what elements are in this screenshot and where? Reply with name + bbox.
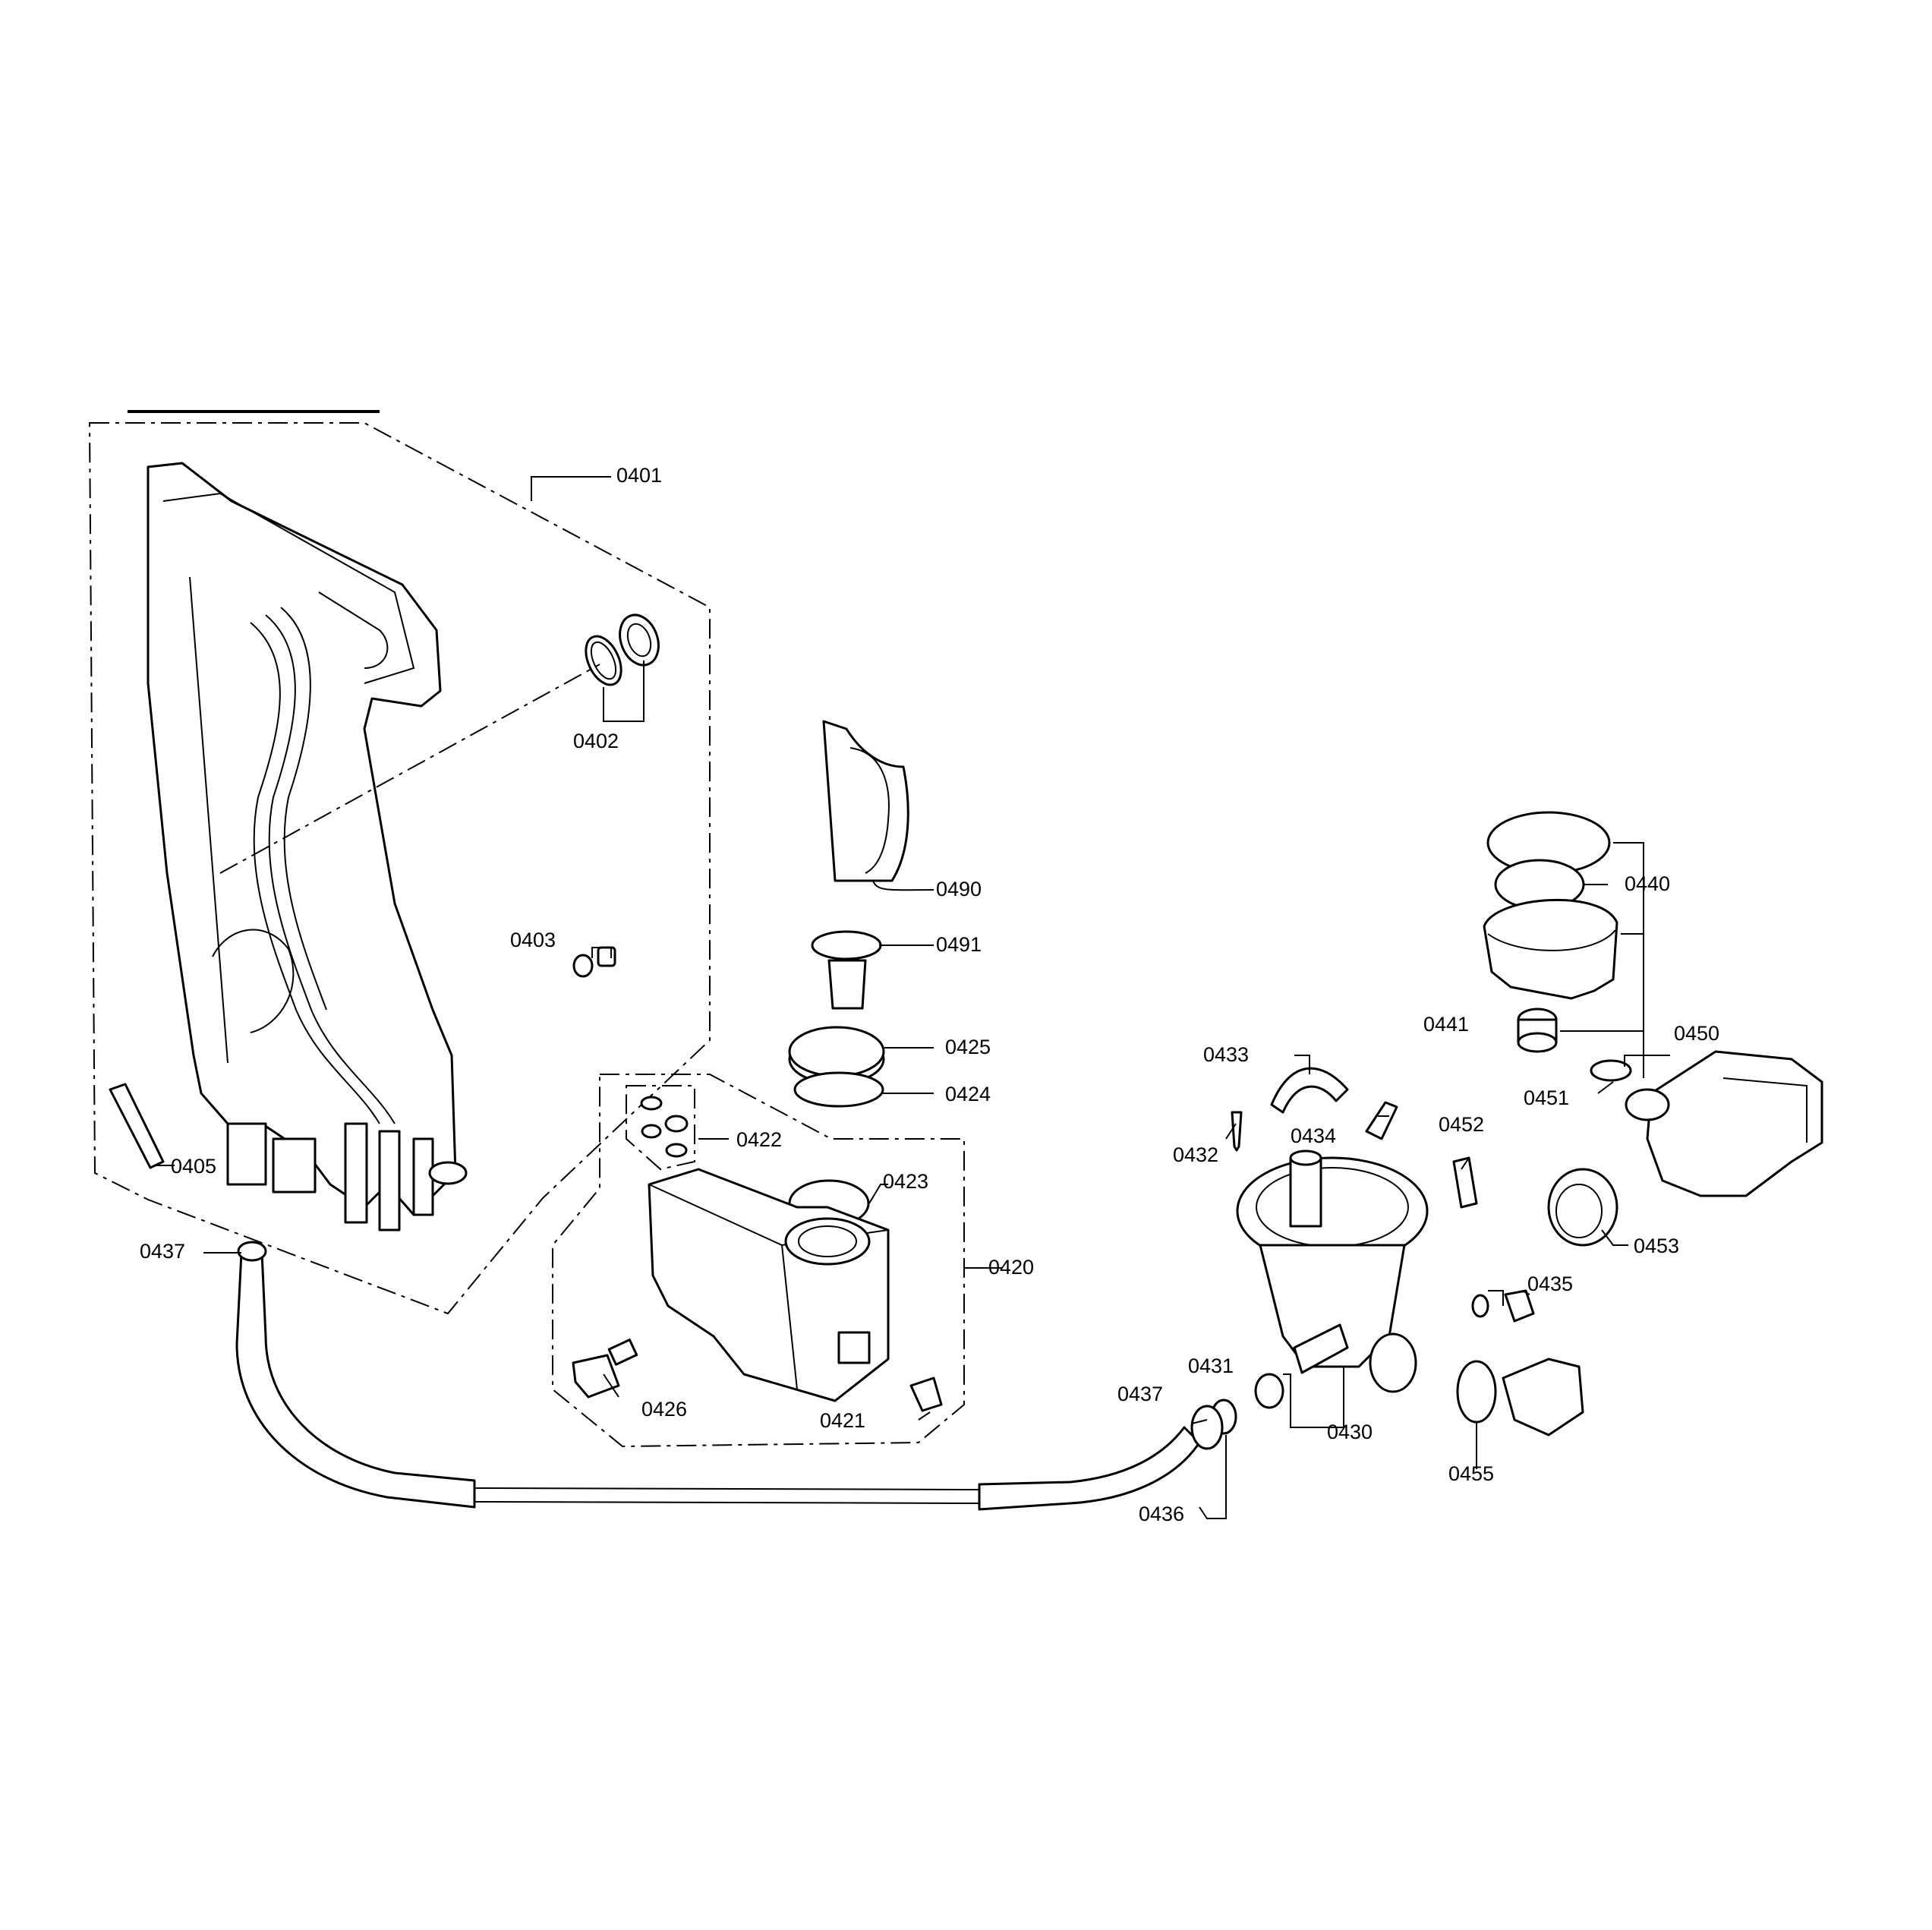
- part-0402-seals: [585, 613, 660, 686]
- label-0450: 0450: [1674, 1022, 1719, 1045]
- part-0405-clip: [109, 1083, 165, 1169]
- label-0491: 0491: [936, 933, 982, 956]
- label-0490: 0490: [936, 878, 982, 900]
- label-0421: 0421: [820, 1409, 865, 1432]
- label-0425: 0425: [945, 1036, 991, 1058]
- label-0420: 0420: [988, 1256, 1034, 1279]
- label-0436: 0436: [1139, 1503, 1184, 1525]
- label-0426: 0426: [641, 1398, 687, 1421]
- part-0432-screw: [1231, 1111, 1243, 1152]
- part-0431-check-valve: [1254, 1373, 1284, 1409]
- group-outline-0420: [552, 1074, 965, 1448]
- label-0431: 0431: [1188, 1354, 1234, 1377]
- label-0430: 0430: [1327, 1421, 1373, 1443]
- label-0435: 0435: [1527, 1272, 1573, 1295]
- part-0440-heater-cover: [1483, 811, 1618, 1000]
- part-0421-clip: [909, 1377, 943, 1412]
- part-0426-valve: [572, 1339, 638, 1399]
- part-0450-circulation-pump: [1625, 1050, 1823, 1197]
- label-0405: 0405: [171, 1155, 216, 1178]
- label-0440: 0440: [1625, 872, 1670, 895]
- part-0452-seal: [1452, 1156, 1478, 1209]
- label-0437-right: 0437: [1117, 1383, 1163, 1405]
- part-0453-collar: [1547, 1168, 1618, 1247]
- label-0451: 0451: [1524, 1086, 1569, 1109]
- part-0435-sensor: [1471, 1289, 1535, 1323]
- label-0437-left: 0437: [140, 1240, 185, 1263]
- part-0490-funnel: [822, 720, 909, 882]
- part-0401-side-panel: [147, 462, 468, 1231]
- part-0403-fittings: [572, 946, 616, 978]
- label-0402: 0402: [573, 730, 619, 752]
- label-0423: 0423: [883, 1170, 928, 1193]
- label-0453: 0453: [1634, 1235, 1679, 1257]
- part-0424-ring: [793, 1071, 884, 1108]
- label-0403: 0403: [510, 929, 556, 951]
- label-0432: 0432: [1173, 1143, 1218, 1166]
- part-0422-caps: [640, 1096, 689, 1158]
- label-0433: 0433: [1203, 1043, 1249, 1066]
- part-0441-impeller: [1517, 1008, 1558, 1053]
- part-labels: 0401 0402 0403 0405 0437 0490 0491 0425 …: [140, 464, 1719, 1525]
- label-0455: 0455: [1448, 1462, 1494, 1485]
- leader-lines: [156, 476, 1670, 1519]
- part-0425-cap: [788, 1026, 885, 1085]
- group-outline-0401: [88, 422, 711, 1315]
- label-0422: 0422: [736, 1128, 782, 1151]
- part-0430-sump: [1236, 1149, 1429, 1393]
- part-0434-clip: [1365, 1101, 1398, 1140]
- label-0441: 0441: [1423, 1013, 1469, 1036]
- part-0436-drain-hose: [235, 1241, 1237, 1511]
- part-0451-clamp: [1590, 1059, 1632, 1082]
- part-0420-housing: [648, 1168, 890, 1402]
- part-0455-drain-pump: [1456, 1358, 1584, 1436]
- part-0491-cup: [811, 930, 882, 1010]
- label-0401: 0401: [616, 464, 662, 487]
- label-0424: 0424: [945, 1083, 991, 1105]
- label-0434: 0434: [1291, 1124, 1336, 1147]
- part-0433-strip: [1270, 1067, 1349, 1114]
- label-0452: 0452: [1439, 1113, 1484, 1136]
